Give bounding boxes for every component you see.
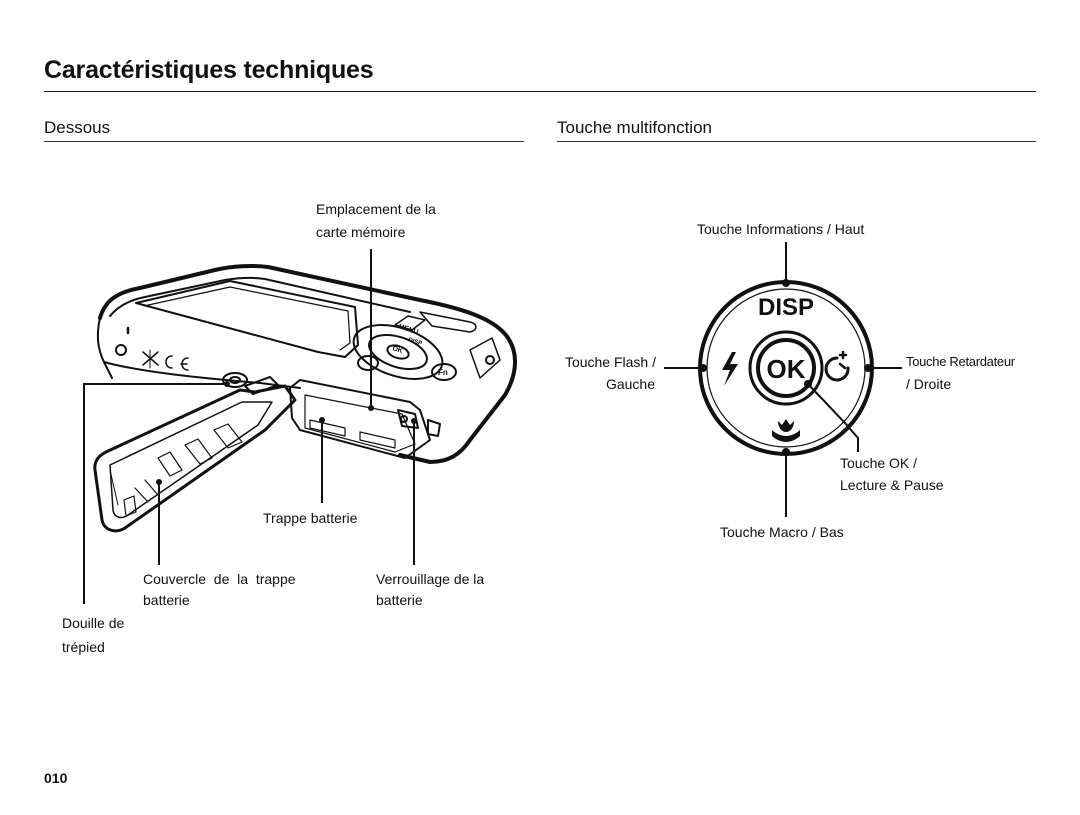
label-lock-1: Verrouillage de la — [376, 571, 485, 587]
label-flash-2: Gauche — [605, 376, 655, 392]
dot-battery-chamber — [319, 417, 325, 423]
section-rule-dessous — [44, 141, 524, 142]
dot-lock — [411, 418, 417, 424]
label-card-slot-1: Emplacement de la — [316, 201, 436, 217]
dot-info — [782, 279, 790, 287]
disp-label: DISP — [758, 294, 814, 321]
label-timer-1: Touche Retardateur — [906, 354, 1015, 369]
label-battery-chamber: Trappe batterie — [263, 510, 358, 526]
label-cover-1: Couvercle de la trappe — [143, 571, 296, 587]
page-title: Caractéristiques techniques — [44, 56, 374, 84]
dot-card-slot — [368, 405, 374, 411]
label-cover-2: batterie — [143, 592, 190, 608]
fn-glyph: Fn — [438, 368, 448, 377]
flash-icon — [722, 352, 738, 386]
label-macro-down: Touche Macro / Bas — [720, 524, 844, 540]
section-heading-multifonction: Touche multifonction — [557, 118, 712, 137]
menu-glyph: MENU — [397, 323, 419, 336]
section-heading-dessous: Dessous — [44, 118, 111, 137]
dot-flash — [699, 364, 707, 372]
section-rule-multifonction — [557, 141, 1036, 142]
label-tripod-1: Douille de — [62, 615, 125, 631]
dot-ok — [804, 380, 812, 388]
ok-label: OK — [767, 354, 806, 384]
dot-macro — [782, 448, 790, 456]
dial-leader-lines — [664, 242, 902, 517]
leader-tripod — [83, 383, 225, 604]
camera-illustration — [93, 264, 517, 533]
label-lock-2: batterie — [376, 592, 423, 608]
title-rule — [44, 91, 1036, 92]
dot-cover — [156, 479, 162, 485]
camera-leader-lines — [83, 249, 415, 604]
label-timer-2: / Droite — [906, 376, 952, 392]
disp-glyph: DISP — [407, 337, 422, 347]
self-timer-icon — [824, 350, 850, 382]
label-flash-1: Touche Flash / — [564, 354, 656, 370]
ok-button — [756, 338, 816, 398]
dot-timer — [864, 364, 872, 372]
macro-icon — [772, 419, 800, 442]
label-tripod-2: trépied — [62, 639, 105, 655]
ok-glyph: OK — [391, 345, 403, 355]
dial-illustration: DISP OK — [698, 280, 874, 456]
label-ok-1: Touche OK / — [840, 455, 918, 471]
leader-ok — [807, 383, 859, 452]
page-number: 010 — [44, 770, 68, 786]
label-info-up: Touche Informations / Haut — [697, 221, 865, 237]
label-card-slot-2: carte mémoire — [316, 224, 406, 240]
dot-tripod — [224, 381, 230, 387]
label-ok-2: Lecture & Pause — [840, 477, 944, 493]
